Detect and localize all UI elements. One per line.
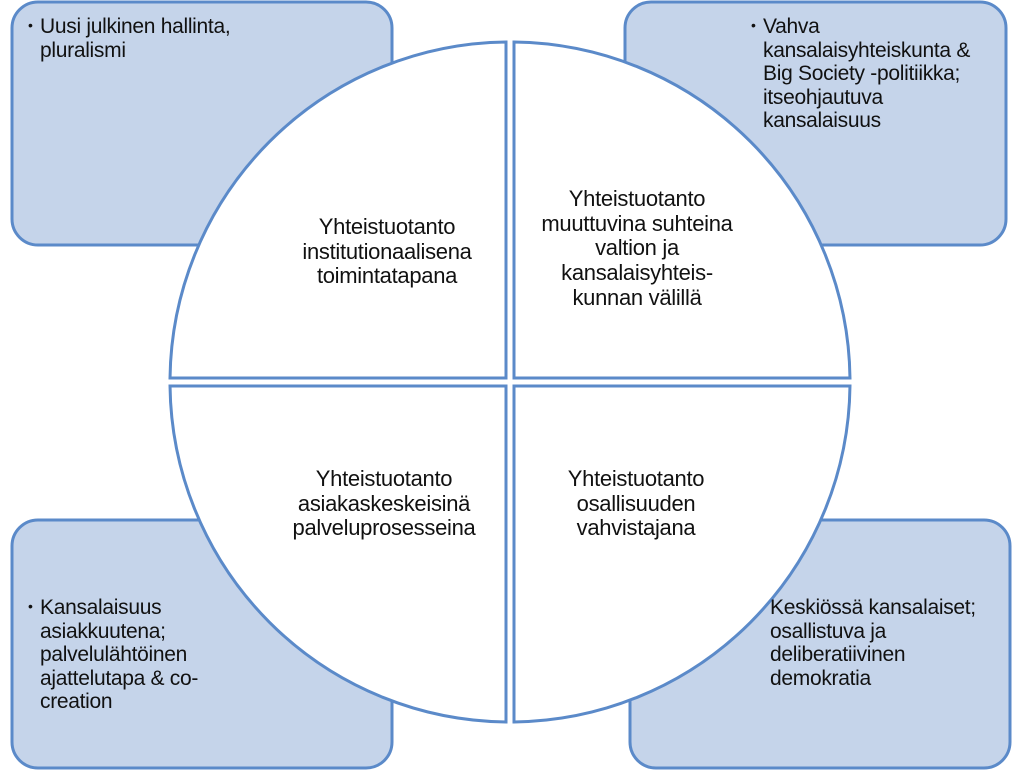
corner-text-bottom-right: Keskiössä kansalaiset; osallistuva ja de… (770, 596, 976, 690)
corner-line: palvelulähtöinen (40, 643, 187, 667)
quadrant-text-bottom-right: Yhteistuotanto osallisuuden vahvistajana (496, 466, 776, 541)
corner-text-bottom-left: • Kansalaisuus asiakkuutena; palveluläht… (28, 596, 199, 714)
corner-line: pluralismi (40, 38, 126, 62)
quadrant-top-right (512, 40, 852, 380)
quadrant-top-left (168, 40, 508, 380)
corner-line: Keskiössä kansalaiset; (770, 596, 976, 619)
corner-text-top-left: • Uusi julkinen hallinta, pluralismi (28, 15, 231, 62)
quadrant-line: Yhteistuotanto (568, 186, 706, 211)
quadrant-line: muuttuvina suhteina (541, 210, 733, 236)
corner-line: creation (40, 690, 113, 714)
corner-line: deliberatiivinen (770, 643, 906, 667)
quadrant-line: toimintatapana (316, 263, 458, 289)
corner-line: kansalaisuus (763, 109, 881, 133)
corner-line: ajattelutapa & co- (40, 666, 199, 690)
quadrant-line: valtion ja (595, 235, 679, 261)
quadrant-text-bottom-left: Yhteistuotanto asiakaskeskeisinä palvelu… (244, 466, 524, 541)
corner-line: Uusi julkinen hallinta, (40, 15, 231, 38)
corner-line: osallistuva ja (770, 619, 887, 643)
quadrant-line: vahvistajana (576, 515, 696, 541)
quadrant-line: kunnan välillä (572, 284, 702, 310)
bullet-icon: • (751, 17, 756, 33)
corner-line: asiakkuutena; (40, 619, 166, 643)
bullet-icon: • (28, 598, 33, 614)
quadrant-line: osallisuuden (576, 490, 696, 516)
quadrant-line: institutionaalisena (302, 238, 472, 264)
quadrant-line: Yhteistuotanto (318, 214, 456, 239)
corner-text-top-right: • Vahva kansalaisyhteiskunta & Big Socie… (751, 15, 971, 133)
corner-line: demokratia (770, 666, 871, 690)
quadrant-bottom-right (512, 384, 852, 724)
quadrant-line: kansalaisyhteis- (561, 259, 713, 285)
quadrant-bottom-left (168, 384, 508, 724)
corner-line: kansalaisyhteiskunta & (763, 38, 971, 62)
corner-line: Vahva (763, 15, 820, 38)
quadrant-line: palveluprosesseina (292, 515, 476, 541)
quadrant-line: Yhteistuotanto (315, 466, 453, 491)
corner-line: itseohjautuva (763, 85, 883, 109)
quadrant-line: Yhteistuotanto (567, 466, 705, 491)
quadrant-text-top-left: Yhteistuotanto institutionaalisena toimi… (247, 214, 527, 289)
quadrant-line: asiakaskeskeisinä (297, 490, 471, 516)
corner-line: Kansalaisuus (40, 596, 162, 619)
corner-line: Big Society -politiikka; (763, 62, 961, 86)
quadrant-text-top-right: Yhteistuotanto muuttuvina suhteina valti… (497, 186, 777, 310)
bullet-icon: • (28, 17, 33, 33)
